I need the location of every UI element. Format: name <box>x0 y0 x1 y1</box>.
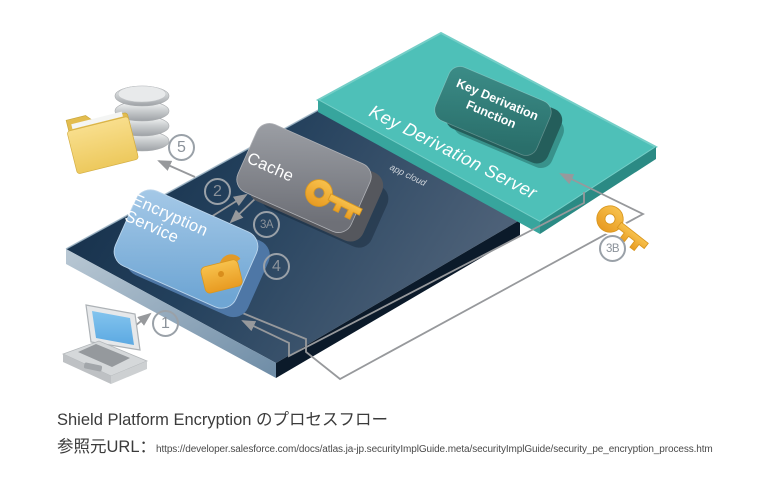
open-padlock-icon <box>200 254 243 294</box>
reference-url: https://developer.salesforce.com/docs/at… <box>156 444 713 455</box>
flow-path-step3b-request <box>239 173 645 381</box>
folder-icon <box>65 111 139 174</box>
flow-arrow-step5 <box>157 160 196 178</box>
flow-arrow-step3a <box>229 196 258 224</box>
title-text: Shield Platform Encryption のプロセスフロー <box>57 411 389 429</box>
kdf-box <box>434 66 563 164</box>
step-badge-1: 1 <box>152 310 179 337</box>
laptop-icon <box>61 304 149 384</box>
step-badge-2: 2 <box>204 178 231 205</box>
flow-path-step4-return <box>241 192 585 358</box>
step-badge-3a: 3A <box>253 211 280 238</box>
reference-line: 参照元URL：https://developer.salesforce.com/… <box>57 433 713 457</box>
diagram-title: Shield Platform Encryption のプロセスフロー <box>57 406 388 430</box>
step-badge-4: 4 <box>263 253 290 280</box>
step-badge-3b: 3B <box>599 235 626 262</box>
reference-label: 参照元URL： <box>57 438 157 456</box>
step-badge-5: 5 <box>168 134 195 161</box>
